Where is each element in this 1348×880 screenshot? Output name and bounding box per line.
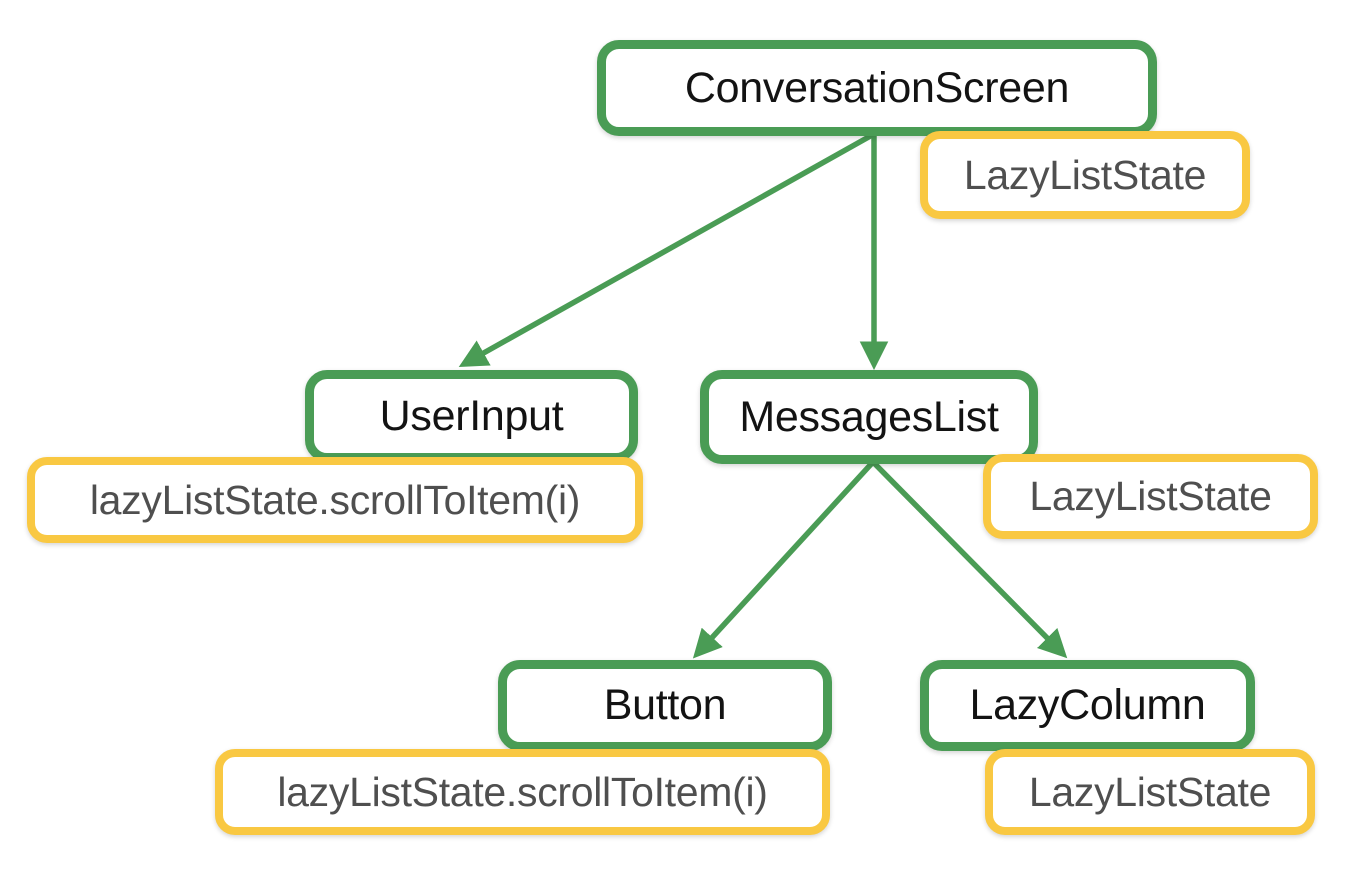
node-state-messages-list[interactable]: LazyListState — [983, 454, 1318, 539]
node-state-lazy-column-label: LazyListState — [1028, 768, 1272, 815]
node-button-label: Button — [603, 681, 727, 729]
node-state-messages-list-label: LazyListState — [1029, 473, 1272, 519]
node-user-input[interactable]: UserInput — [305, 370, 638, 462]
node-messages-list[interactable]: MessagesList — [700, 370, 1038, 464]
node-messages-list-label: MessagesList — [739, 392, 999, 441]
node-conversation-screen-label: ConversationScreen — [684, 63, 1070, 112]
node-state-user-input[interactable]: lazyListState.scrollToItem(i) — [27, 457, 643, 543]
node-state-conversation-screen-label: LazyListState — [963, 151, 1207, 198]
node-state-lazy-column[interactable]: LazyListState — [985, 749, 1315, 835]
edge-conversationscreen-to-userinput — [458, 131, 876, 367]
edge-messageslist-to-button — [692, 460, 876, 659]
node-conversation-screen[interactable]: ConversationScreen — [597, 40, 1157, 136]
node-lazy-column[interactable]: LazyColumn — [920, 660, 1255, 751]
node-lazy-column-label: LazyColumn — [969, 681, 1206, 729]
node-state-user-input-label: lazyListState.scrollToItem(i) — [89, 476, 581, 523]
node-state-button[interactable]: lazyListState.scrollToItem(i) — [215, 749, 830, 835]
node-state-conversation-screen[interactable]: LazyListState — [920, 131, 1250, 219]
node-user-input-label: UserInput — [379, 391, 564, 440]
node-button[interactable]: Button — [498, 660, 832, 751]
node-state-button-label: lazyListState.scrollToItem(i) — [277, 768, 768, 815]
